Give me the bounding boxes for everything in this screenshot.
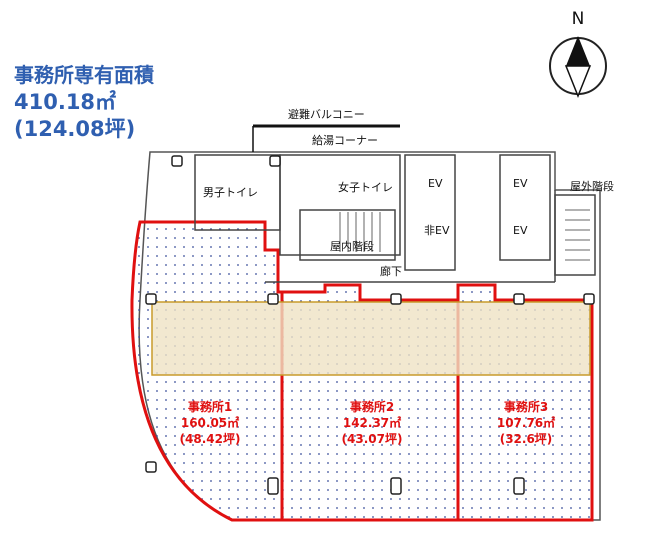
label-ev-2: EV — [513, 177, 528, 190]
svg-text:142.37㎡: 142.37㎡ — [343, 415, 401, 430]
label-ev-emergency: 非EV — [424, 224, 450, 237]
label-indoor-stairs: 屋内階段 — [330, 239, 374, 253]
area-summary: 事務所専有面積 410.18㎡ (124.08坪) — [14, 62, 154, 143]
compass-icon: N — [549, 9, 607, 99]
ceiling-band — [151, 301, 591, 376]
columns — [145, 155, 595, 495]
svg-text:事務所2: 事務所2 — [350, 399, 394, 414]
label-corridor: 廊下 — [380, 264, 402, 278]
summary-area-tsubo: (124.08坪) — [14, 117, 136, 141]
label-mens-toilet: 男子トイレ — [203, 186, 258, 199]
compass-label: N — [572, 9, 585, 29]
label-kitchenette: 給湯コーナー — [312, 133, 378, 147]
label-womens-toilet: 女子トイレ — [338, 180, 393, 194]
core-area — [194, 154, 596, 283]
svg-text:160.05㎡: 160.05㎡ — [181, 415, 239, 430]
label-ev-3: EV — [513, 224, 528, 237]
summary-title: 事務所専有面積 — [14, 63, 154, 87]
svg-text:(43.07坪): (43.07坪) — [342, 432, 403, 446]
office-1-label: 事務所1 160.05㎡ (48.42坪) — [180, 399, 241, 446]
svg-text:(48.42坪): (48.42坪) — [180, 432, 241, 446]
label-outdoor-stairs: 屋外階段 — [570, 179, 614, 193]
svg-text:事務所3: 事務所3 — [504, 399, 548, 414]
svg-text:107.76㎡: 107.76㎡ — [497, 415, 555, 430]
svg-text:事務所1: 事務所1 — [188, 399, 232, 414]
summary-area-sqm: 410.18㎡ — [14, 90, 117, 114]
stairs-icon — [339, 209, 590, 261]
office-3-label: 事務所3 107.76㎡ (32.6坪) — [497, 399, 555, 446]
svg-text:(32.6坪): (32.6坪) — [500, 432, 553, 446]
label-balcony: 避難バルコニー — [288, 107, 365, 121]
label-ev-1: EV — [428, 177, 443, 190]
office-2-label: 事務所2 142.37㎡ (43.07坪) — [342, 399, 403, 446]
